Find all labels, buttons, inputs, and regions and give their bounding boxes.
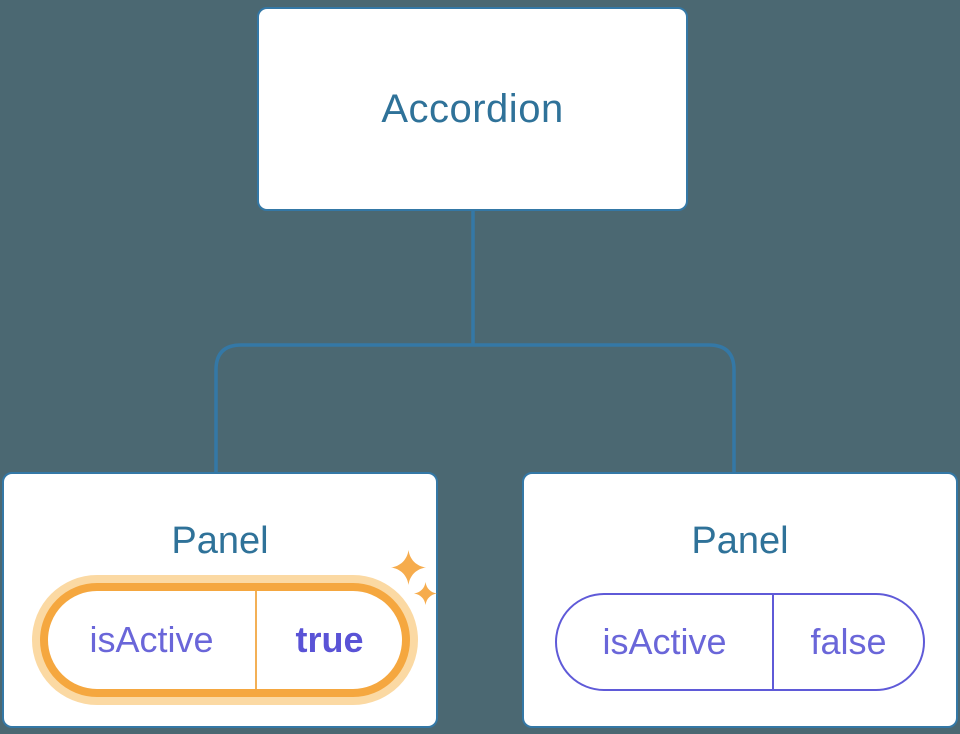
panel-node-inactive: Panel isActive false	[522, 472, 958, 728]
panel-title: Panel	[691, 520, 789, 562]
panel-title: Panel	[171, 520, 269, 562]
accordion-node-label: Accordion	[381, 86, 564, 131]
isactive-prop-pill-false: isActive false	[555, 593, 925, 691]
isactive-prop-pill-true: isActive true	[40, 583, 410, 697]
panel-node-active: Panel isActive true	[2, 472, 438, 728]
sparkle-icon	[414, 582, 437, 605]
prop-name-label: isActive	[557, 595, 774, 689]
prop-name-label: isActive	[48, 591, 257, 689]
prop-value-label: true	[295, 619, 364, 660]
prop-value-label: false	[810, 621, 887, 662]
accordion-node: Accordion	[257, 7, 688, 211]
